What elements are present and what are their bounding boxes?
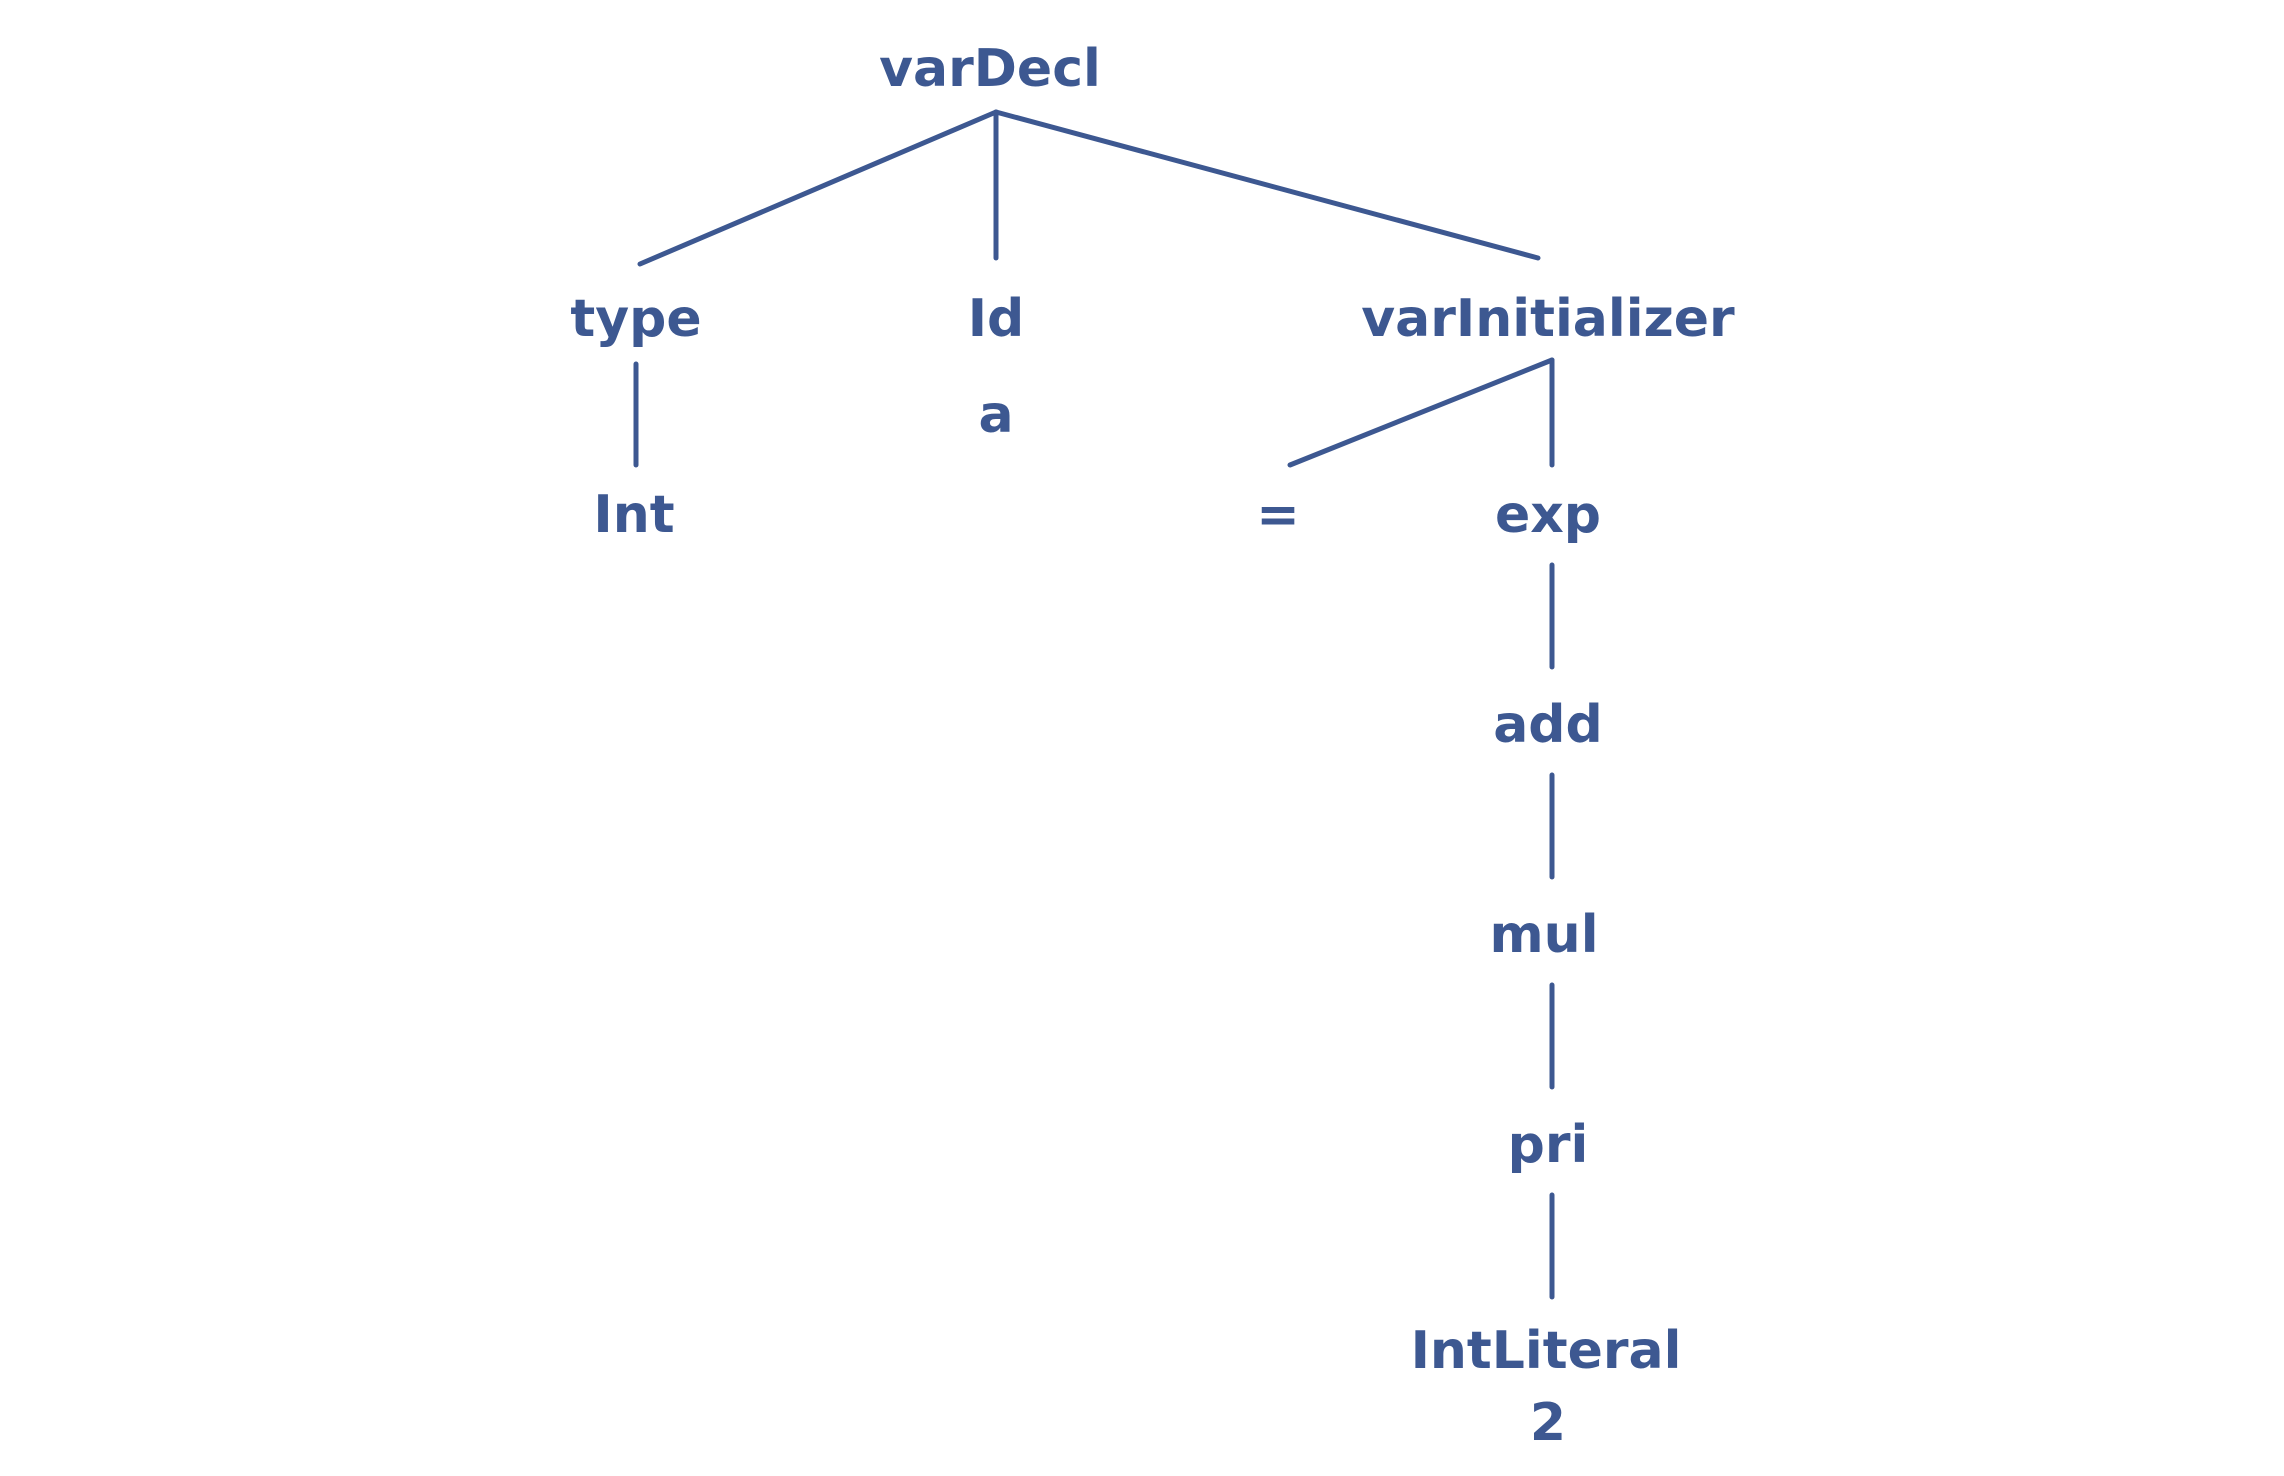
node-id-value: a — [978, 385, 1013, 445]
edge-varinitializer-equals — [1287, 357, 1555, 468]
node-intliteral-value: 2 — [1530, 1393, 1566, 1453]
node-add: add — [1493, 695, 1603, 755]
node-vardecl: varDecl — [879, 39, 1101, 99]
edge-vardecl-varinitializer — [993, 109, 1541, 261]
node-int: Int — [593, 485, 674, 545]
node-intliteral: IntLiteral — [1411, 1321, 1682, 1381]
node-exp: exp — [1495, 485, 1601, 545]
node-mul: mul — [1489, 905, 1598, 965]
node-equals: = — [1256, 485, 1300, 545]
node-pri: pri — [1508, 1115, 1589, 1175]
edge-vardecl-type — [637, 109, 999, 267]
node-id: Id — [968, 289, 1025, 349]
node-varinitializer: varInitializer — [1361, 289, 1735, 349]
node-type: type — [570, 289, 701, 349]
